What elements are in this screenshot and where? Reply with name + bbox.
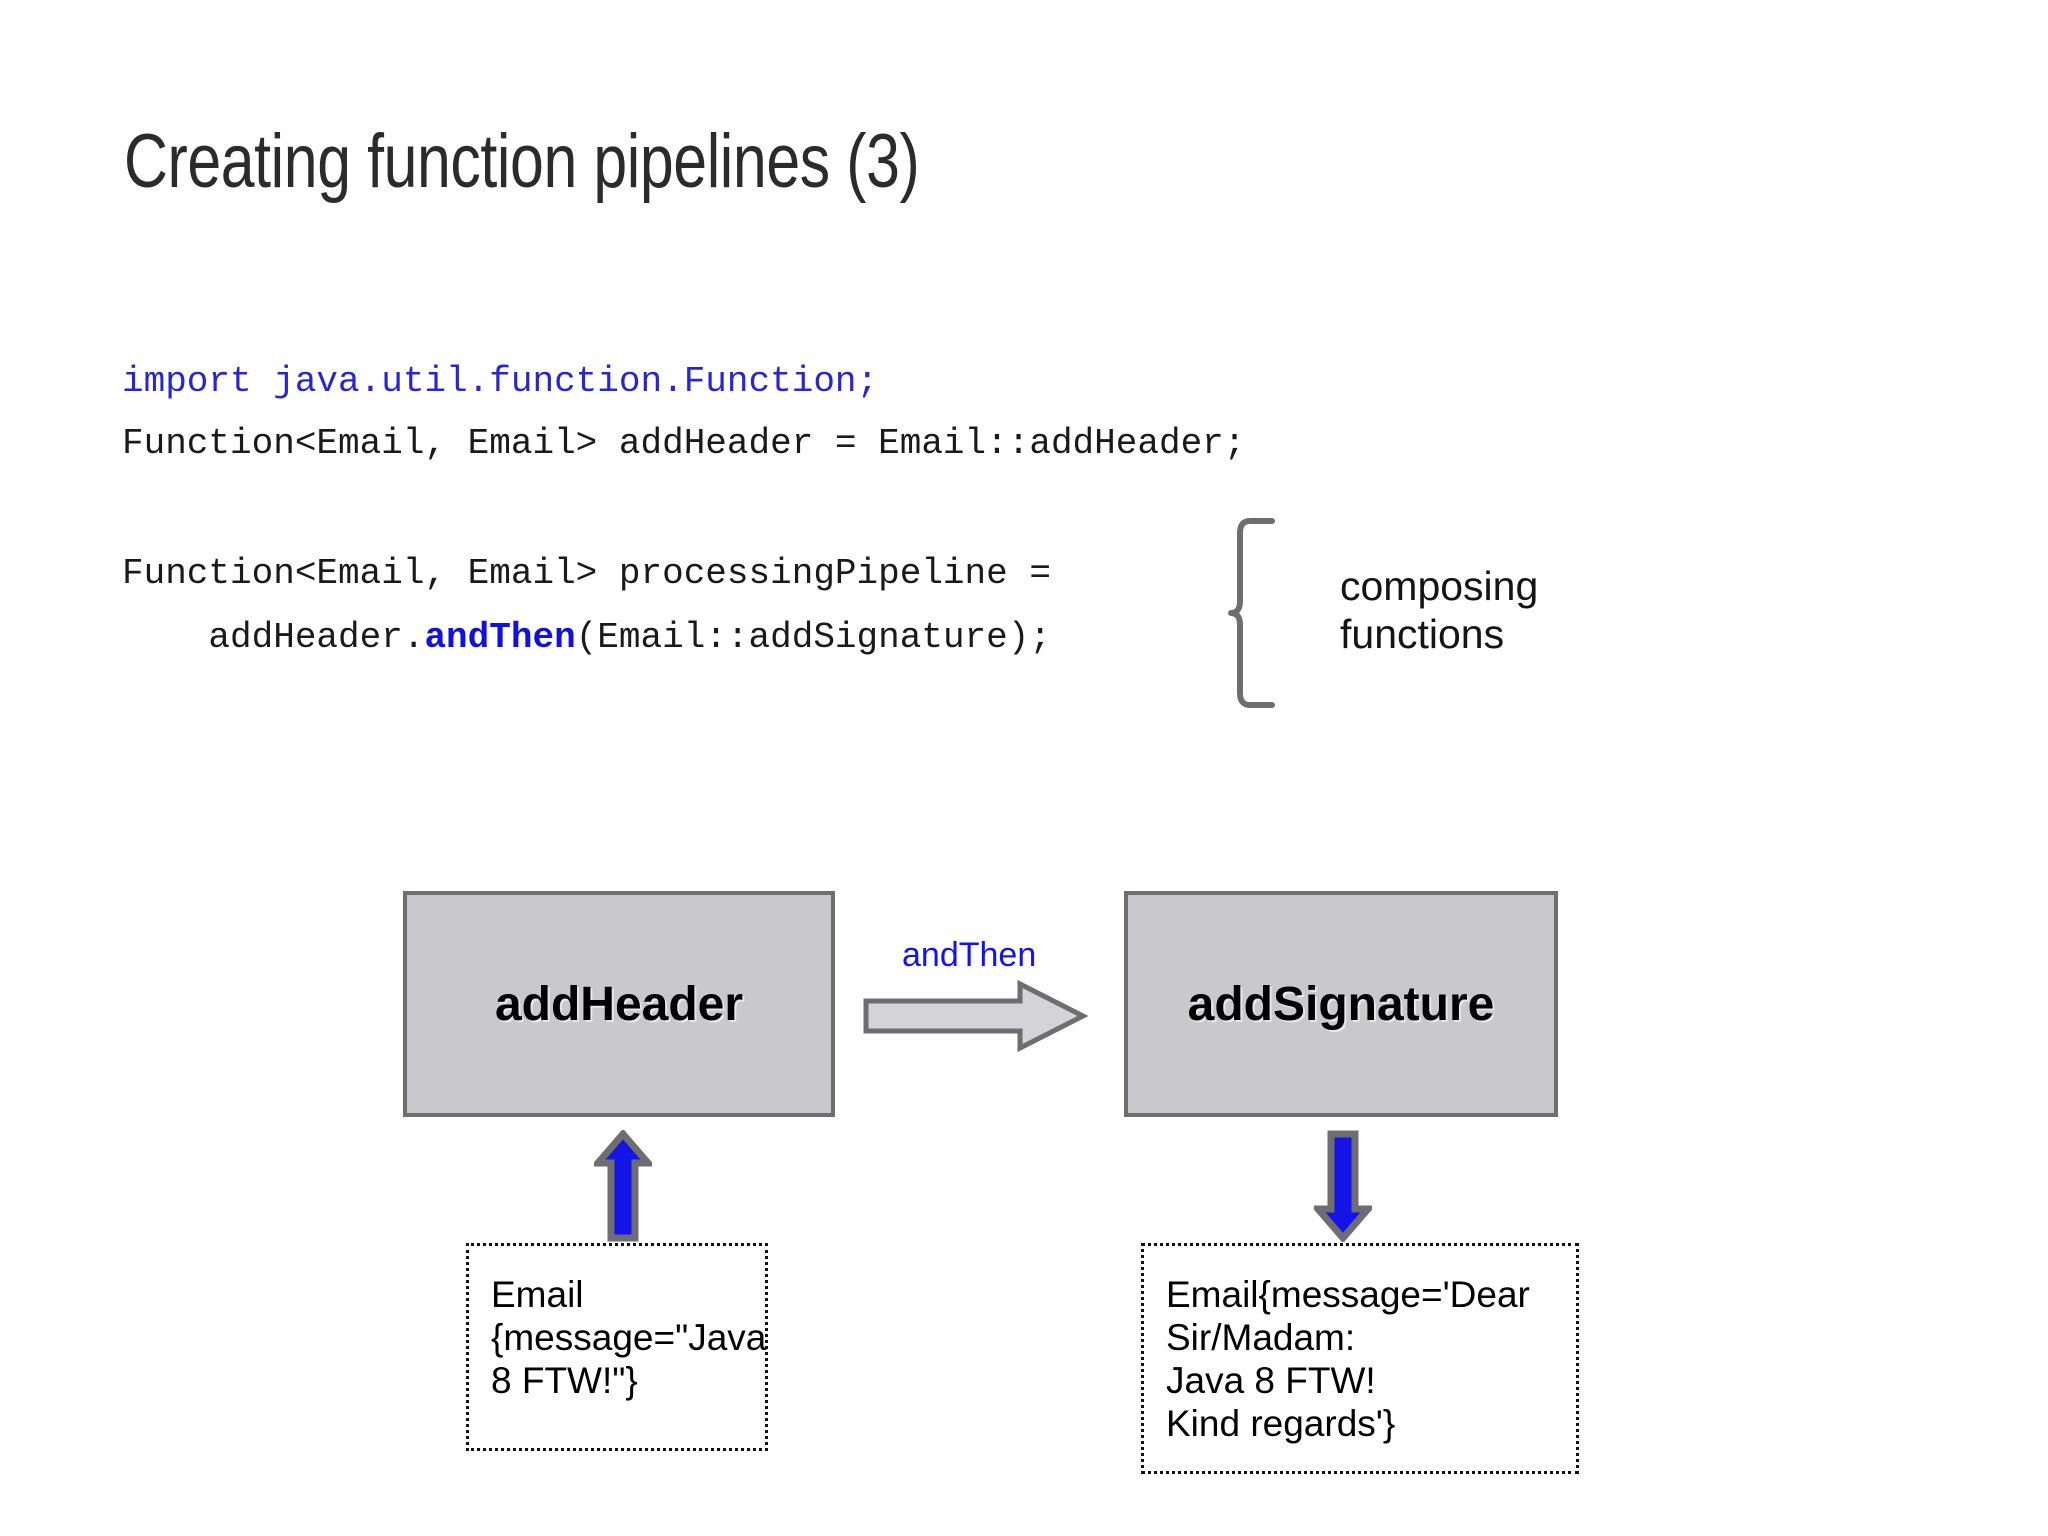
page-title: Creating function pipelines (3) bbox=[124, 119, 920, 204]
composing-functions-label: composing functions bbox=[1340, 563, 1539, 658]
input-arrow-up-icon bbox=[590, 1128, 656, 1242]
code-keyword-andthen: andThen bbox=[424, 617, 576, 658]
code-line-import: import java.util.function.Function; bbox=[122, 361, 879, 402]
input-email-value-box: Email {message="Java 8 FTW!"} bbox=[466, 1243, 768, 1451]
code-line-compose: addHeader.andThen(Email::addSignature); bbox=[122, 620, 1051, 656]
code-compose-suffix: (Email::addSignature); bbox=[575, 617, 1051, 658]
function-box-add-signature[interactable]: addSignature bbox=[1124, 891, 1558, 1117]
and-then-arrow-label: andThen bbox=[902, 936, 1037, 974]
output-email-value-box: Email{message='Dear Sir/Madam: Java 8 FT… bbox=[1141, 1243, 1579, 1474]
and-then-arrow-icon bbox=[862, 978, 1089, 1054]
code-line-pipeline: Function<Email, Email> processingPipelin… bbox=[122, 553, 1051, 594]
output-arrow-down-icon bbox=[1310, 1130, 1376, 1244]
composing-brace bbox=[1228, 517, 1276, 709]
function-box-add-header[interactable]: addHeader bbox=[403, 891, 835, 1117]
code-line-declaration: Function<Email, Email> addHeader = Email… bbox=[122, 423, 1246, 464]
code-compose-prefix: addHeader. bbox=[122, 617, 425, 658]
